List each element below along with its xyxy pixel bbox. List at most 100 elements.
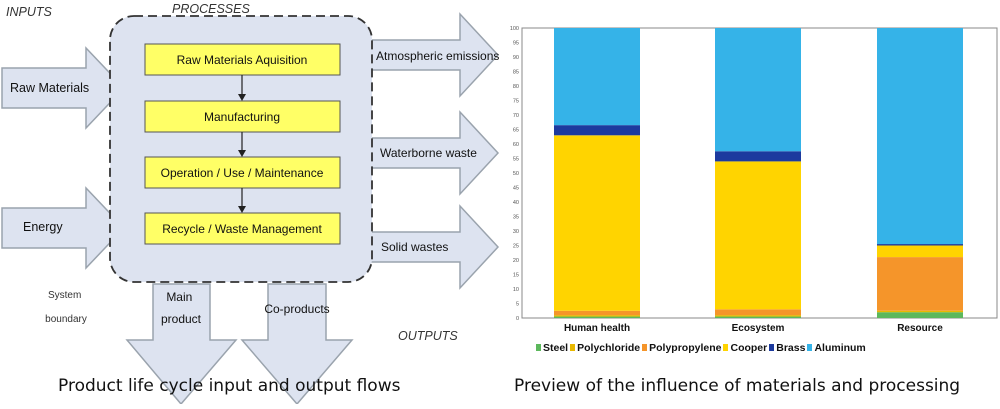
y-tick-label: 25 xyxy=(513,244,519,250)
output-arrow-waterborne xyxy=(369,110,500,196)
output-arrow-main-product xyxy=(125,283,238,406)
legend-item-steel: Steel xyxy=(536,342,568,354)
y-tick-label: 75 xyxy=(513,99,519,105)
y-tick-label: 15 xyxy=(513,273,519,279)
bar-segment-polypropylene xyxy=(715,309,801,316)
legend-label: Polychloride xyxy=(577,342,641,354)
main-product-line-2: product xyxy=(161,312,202,326)
bar-segment-aluminum xyxy=(554,28,640,126)
legend-swatch xyxy=(642,344,648,351)
x-tick-label: Ecosystem xyxy=(732,323,785,334)
legend-swatch xyxy=(536,344,541,351)
y-tick-label: 20 xyxy=(513,258,519,264)
process-box-1 xyxy=(144,43,341,76)
inputs-heading: INPUTS xyxy=(6,5,53,19)
process-connectors xyxy=(238,75,246,213)
x-tick-label: Human health xyxy=(564,323,630,334)
main-product-line-1: Main xyxy=(166,290,192,304)
life-cycle-diagram: INPUTS PROCESSES OUTPUTS Raw Materials E… xyxy=(1,2,500,406)
y-tick-label: 90 xyxy=(513,55,519,61)
y-tick-label: 5 xyxy=(516,302,519,308)
bar-segment-brass xyxy=(877,244,963,246)
stacked-bar-chart: 0 5 10 15 20 25 30 35 40 45 50 55 60 65 70 75 80 85 90 95 10… xyxy=(510,26,998,334)
input-label-energy: Energy xyxy=(23,220,63,234)
bottom-output-label-co-products: Co-products xyxy=(264,302,329,316)
bar-segment-polychloride xyxy=(715,315,801,317)
left-caption: Product life cycle input and output flow… xyxy=(58,376,401,396)
boundary-label-line-1: System xyxy=(48,290,81,301)
y-tick-label: 35 xyxy=(513,215,519,221)
bar-segment-brass xyxy=(554,125,640,136)
bar-segment-cooper xyxy=(715,161,801,310)
bar-segment-steel xyxy=(715,316,801,318)
legend-swatch xyxy=(723,344,729,351)
x-tick-label: Resource xyxy=(897,323,943,334)
legend-swatch xyxy=(769,344,775,351)
y-tick-label: 95 xyxy=(513,41,519,47)
right-caption: Preview of the influence of materials an… xyxy=(514,376,961,396)
y-tick-label: 0 xyxy=(516,316,519,322)
y-tick-label: 60 xyxy=(513,142,519,148)
legend-item-polypropylene: Polypropylene xyxy=(642,342,721,354)
bar-segment-polypropylene xyxy=(877,257,963,311)
x-axis-labels: Human health Ecosystem Resource xyxy=(564,323,943,334)
processes-heading: PROCESSES xyxy=(172,2,250,16)
bar-segment-aluminum xyxy=(877,28,963,245)
bottom-output-label-main-product: Main product xyxy=(161,290,202,326)
process-box-3 xyxy=(144,156,341,189)
bar-segment-steel xyxy=(554,316,640,318)
legend-item-aluminum: Aluminum xyxy=(807,342,866,354)
boundary-label-line-2: boundary xyxy=(45,314,87,325)
bar-segment-polychloride xyxy=(554,315,640,317)
legend-label: Aluminum xyxy=(814,342,866,354)
bar-segment-aluminum xyxy=(715,28,801,152)
y-tick-label: 100 xyxy=(510,26,519,32)
legend-item-brass: Brass xyxy=(769,342,805,354)
process-box-4 xyxy=(144,212,341,245)
input-arrow-energy xyxy=(1,186,126,270)
output-arrow-solid xyxy=(369,204,500,290)
legend-item-polychloride: Polychloride xyxy=(570,342,640,354)
y-tick-label: 30 xyxy=(513,229,519,235)
y-tick-label: 85 xyxy=(513,70,519,76)
legend-swatch xyxy=(807,344,813,351)
legend-label: Polypropylene xyxy=(649,342,722,354)
legend-item-cooper: Cooper xyxy=(723,342,767,354)
bar-segment-brass xyxy=(715,151,801,162)
process-label-4: Recycle / Waste Management xyxy=(162,222,322,236)
y-tick-label: 40 xyxy=(513,200,519,206)
output-label-atmospheric: Atmospheric emissions xyxy=(376,49,499,63)
y-tick-label: 10 xyxy=(513,287,519,293)
bar-segment-cooper xyxy=(554,135,640,311)
output-label-solid: Solid wastes xyxy=(381,240,448,254)
y-tick-label: 50 xyxy=(513,171,519,177)
legend-label: Steel xyxy=(543,342,569,354)
bar-segment-polychloride xyxy=(877,310,963,313)
materials-chart-panel: 0 5 10 15 20 25 30 35 40 45 50 55 60 65 70 75 80 85 90 95 10… xyxy=(500,0,1000,404)
input-arrow-raw-materials xyxy=(1,46,126,130)
y-tick-label: 55 xyxy=(513,157,519,163)
process-label-3: Operation / Use / Maintenance xyxy=(161,166,324,180)
outputs-heading: OUTPUTS xyxy=(398,329,458,343)
y-tick-label: 45 xyxy=(513,186,519,192)
bar-segment-steel xyxy=(877,312,963,318)
life-cycle-diagram-panel: INPUTS PROCESSES OUTPUTS Raw Materials E… xyxy=(0,0,500,406)
boundary-label: System boundary xyxy=(45,290,87,325)
output-label-waterborne: Waterborne waste xyxy=(380,146,477,160)
legend-swatch xyxy=(570,344,576,351)
bar-segment-cooper xyxy=(877,245,963,258)
y-tick-label: 65 xyxy=(513,128,519,134)
input-label-raw-materials: Raw Materials xyxy=(10,81,89,95)
process-label-1: Raw Materials Aquisition xyxy=(177,53,308,67)
y-tick-label: 80 xyxy=(513,84,519,90)
bar-segment-polypropylene xyxy=(554,310,640,316)
y-axis: 0 5 10 15 20 25 30 35 40 45 50 55 60 65 70 75 80 85 90 95 10… xyxy=(510,26,519,322)
process-label-2: Manufacturing xyxy=(204,110,280,124)
output-arrow-atmospheric xyxy=(369,12,500,98)
process-box-2 xyxy=(144,100,341,133)
output-arrow-co-products xyxy=(240,283,354,406)
y-tick-label: 70 xyxy=(513,113,519,119)
chart-legend: Steel Polychloride Polypropylene Cooper Bras… xyxy=(536,342,868,354)
legend-label: Cooper xyxy=(730,342,768,354)
legend-label: Brass xyxy=(776,342,806,354)
